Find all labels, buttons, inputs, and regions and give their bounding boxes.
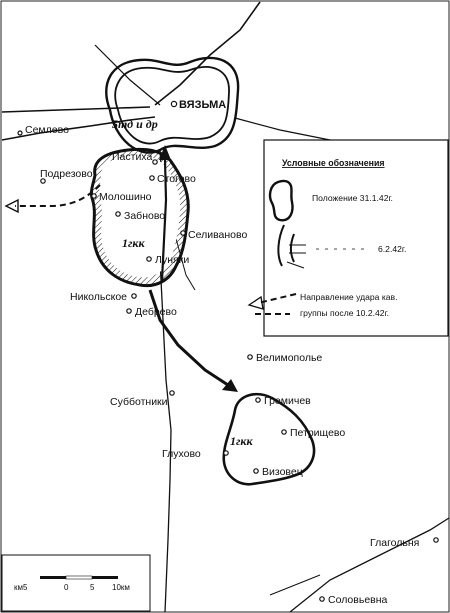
dot-podrezovo xyxy=(40,178,46,184)
attack-arrow-north xyxy=(160,159,168,281)
cavalry-south-boundary xyxy=(222,393,316,486)
railway-west xyxy=(1,106,151,113)
cavalry-north-inner xyxy=(99,155,181,278)
dot-debrevo xyxy=(126,308,132,314)
settlements xyxy=(17,100,439,602)
dot-stogovo xyxy=(149,175,155,181)
dot-vyzovets xyxy=(253,468,259,474)
label-vyazma: ВЯЗЬМА xyxy=(179,99,226,111)
label-nikolskoe: Никольское xyxy=(70,291,127,303)
place-labels: ВЯЗЬМА Семлево Пастиха Подрезово Стогово… xyxy=(25,99,419,606)
legend-box xyxy=(263,139,449,337)
attack-direction xyxy=(148,145,238,392)
legend-item-direction-2: группы после 10.2.42г. xyxy=(300,308,389,318)
label-podrezovo: Подрезово xyxy=(40,168,93,180)
breakout-west xyxy=(4,184,101,214)
label-petrishchevo: Петрищево xyxy=(290,427,345,439)
label-zabnovo: Забново xyxy=(124,210,165,222)
breakout-west-line xyxy=(15,184,101,207)
legend-item-position: Положение 31.1.42г. xyxy=(312,193,393,203)
attack-arrowhead-north xyxy=(159,145,171,160)
legend-symbol-position xyxy=(268,179,294,222)
scale-segment-2 xyxy=(65,575,93,580)
scale-segment-1 xyxy=(40,576,66,579)
label-cavalry-south: 1гкк xyxy=(230,434,254,448)
railway-west-2 xyxy=(1,116,156,141)
label-vyzovets: Визовец xyxy=(262,466,303,478)
dot-zabnovo xyxy=(115,211,121,217)
scale-segment-3 xyxy=(92,576,118,579)
label-lunyaki: Луняки xyxy=(155,254,189,266)
label-cavalry-north: 1гкк xyxy=(122,236,146,250)
breakout-west-head xyxy=(4,198,19,214)
railway-southeast-2 xyxy=(269,574,321,596)
label-enemy-group: 5тд и др xyxy=(112,117,158,131)
scale-tick-5: 5 xyxy=(90,583,95,592)
dot-pastikha xyxy=(152,159,158,165)
railway-north xyxy=(154,1,261,106)
label-subbotniki: Субботники xyxy=(110,396,168,408)
railway-northwest xyxy=(94,44,161,106)
dot-solovyevna xyxy=(319,596,325,602)
dot-subbotniki xyxy=(169,390,175,396)
label-glagolnya: Глагольня xyxy=(370,537,419,549)
ring-outer xyxy=(105,56,240,154)
label-moloshino: Молошино xyxy=(99,191,152,203)
dot-glagolnya xyxy=(433,537,439,543)
legend-symbol-front xyxy=(277,224,306,269)
dot-glukhovo xyxy=(223,450,229,456)
legend-item-direction-1: Направление удара кав. xyxy=(300,292,398,302)
railway-southeast xyxy=(289,517,450,613)
dot-moloshino xyxy=(91,193,97,199)
legend-item-front: 6.2.42г. xyxy=(378,244,406,254)
dot-lunyaki xyxy=(146,256,152,262)
scale-box xyxy=(1,554,151,612)
legend-symbol-arrowhead xyxy=(247,295,264,310)
attack-arrow-main xyxy=(148,289,229,387)
label-stogovo: Стогово xyxy=(157,173,196,185)
attack-arrowhead-main xyxy=(222,379,238,392)
scale-tick-0: 0 xyxy=(64,583,69,592)
ring-inner xyxy=(114,66,230,145)
dot-nikolskoe xyxy=(131,293,137,299)
label-pastikha: Пастиха xyxy=(112,151,152,163)
scale-tick-10: 10км xyxy=(112,583,130,592)
dot-velimopolye xyxy=(247,354,253,360)
scale-bar: км5 0 5 10км xyxy=(1,554,151,612)
legend-symbol-arrow xyxy=(257,293,297,304)
label-glukhovo: Глухово xyxy=(162,448,201,460)
dot-vyazma xyxy=(170,100,178,108)
label-selivanovo: Селиваново xyxy=(188,229,247,241)
label-semlevo: Семлево xyxy=(25,124,69,136)
enemy-encirclement xyxy=(105,56,240,154)
dot-petrishchevo xyxy=(281,429,287,435)
label-solovyevna: Соловьевна xyxy=(328,594,388,606)
legend: Условные обозначения Положение 31.1.42г.… xyxy=(247,139,449,337)
dot-gremichev xyxy=(255,397,261,403)
dot-semlevo xyxy=(17,130,23,136)
legend-title: Условные обозначения xyxy=(282,158,385,168)
label-gremichev: Гремичев xyxy=(264,395,311,407)
unit-labels: 5тд и др 1гкк 1гкк xyxy=(112,117,254,448)
label-velimopolye: Велимополье xyxy=(256,352,322,364)
scale-unit-label: км5 xyxy=(14,583,28,592)
label-debrevo: Дебрево xyxy=(135,306,177,318)
dot-selivanovo xyxy=(180,230,186,236)
